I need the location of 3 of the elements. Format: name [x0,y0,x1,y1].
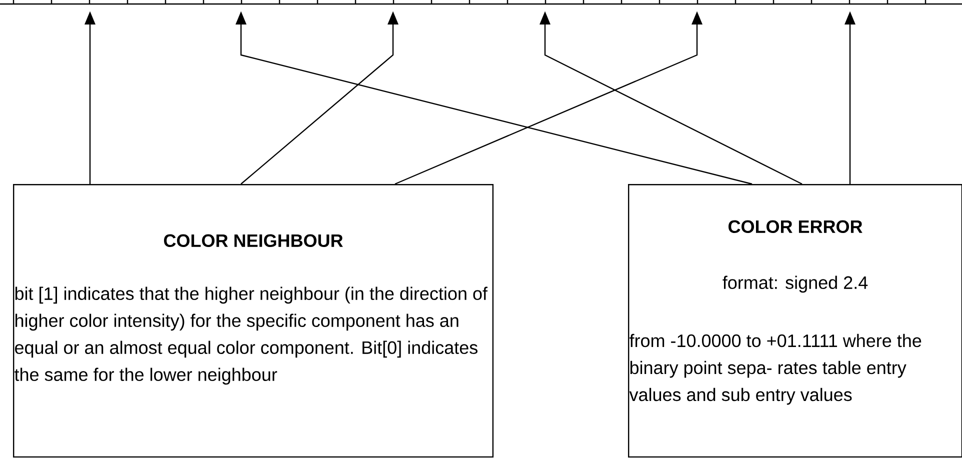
bit-ruler [0,0,962,5]
text-box: COLOR NEIGHBOUR bit [1] indicates that the higher neighbour (in the direction of higher color intensity) for the specific component has an equal or an almost equal color component. Bit[0] indicates the same for the lower neighbour [13,184,494,458]
text-box: COLOR ERROR format: signed 2.4 from -10.0000 to +01.1111 where the binary point sepa- rates table entry values and sub entry values [628,184,962,458]
